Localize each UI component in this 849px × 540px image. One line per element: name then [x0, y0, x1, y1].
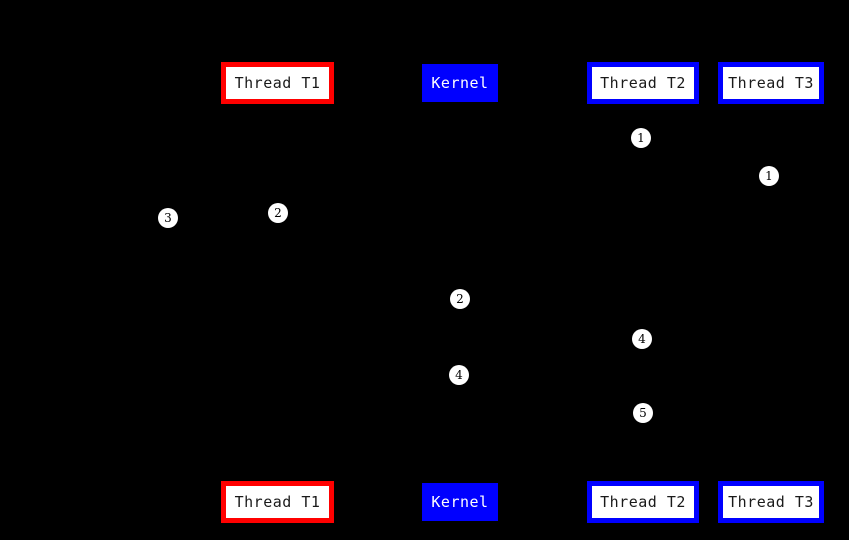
participant-label: Thread T1 — [234, 73, 321, 92]
step-number: 3 — [164, 211, 172, 225]
step-number: 1 — [765, 169, 773, 183]
participant-label: Thread T2 — [600, 492, 686, 511]
step-number: 4 — [455, 368, 463, 382]
step-number: 2 — [274, 206, 282, 220]
step-badge: 5 — [633, 403, 653, 423]
participant-label: Thread T2 — [600, 73, 686, 92]
step-number: 1 — [637, 131, 645, 145]
step-badge: 1 — [759, 166, 779, 186]
step-number: 4 — [638, 332, 646, 346]
participant-thread-t2-top[interactable]: Thread T2 — [587, 62, 699, 104]
lifeline-thread-t2 — [642, 104, 644, 481]
step-badge: 2 — [268, 203, 288, 223]
message-arrow-5 — [277, 308, 467, 316]
participant-label: Thread T3 — [728, 73, 814, 92]
lifeline-thread-t3 — [770, 104, 772, 481]
step-number: 5 — [639, 406, 647, 420]
participant-thread-t1-top[interactable]: Thread T1 — [221, 62, 334, 104]
participant-thread-t3-bottom[interactable]: Thread T3 — [718, 481, 824, 523]
participant-label: Kernel — [431, 73, 489, 92]
message-arrow-7 — [277, 384, 467, 392]
participant-kernel-top[interactable]: Kernel — [422, 64, 498, 102]
message-arrow-1 — [453, 147, 643, 155]
participant-label: Thread T3 — [728, 492, 814, 511]
message-arrow-8 — [460, 422, 650, 430]
step-badge: 1 — [631, 128, 651, 148]
participant-kernel-bottom[interactable]: Kernel — [422, 483, 498, 521]
message-arrow-2 — [453, 185, 771, 193]
step-badge: 2 — [450, 289, 470, 309]
participant-thread-t3-top[interactable]: Thread T3 — [718, 62, 824, 104]
participant-label: Thread T1 — [234, 492, 321, 511]
message-arrow-6 — [460, 348, 650, 356]
lifeline-thread-t1 — [276, 104, 278, 481]
participant-thread-t2-bottom[interactable]: Thread T2 — [587, 481, 699, 523]
step-badge: 3 — [158, 208, 178, 228]
step-number: 2 — [456, 292, 464, 306]
participant-label: Kernel — [431, 492, 489, 511]
message-arrow-3 — [161, 227, 277, 235]
message-arrow-4 — [270, 222, 460, 230]
step-badge: 4 — [449, 365, 469, 385]
step-badge: 4 — [632, 329, 652, 349]
participant-thread-t1-bottom[interactable]: Thread T1 — [221, 481, 334, 523]
